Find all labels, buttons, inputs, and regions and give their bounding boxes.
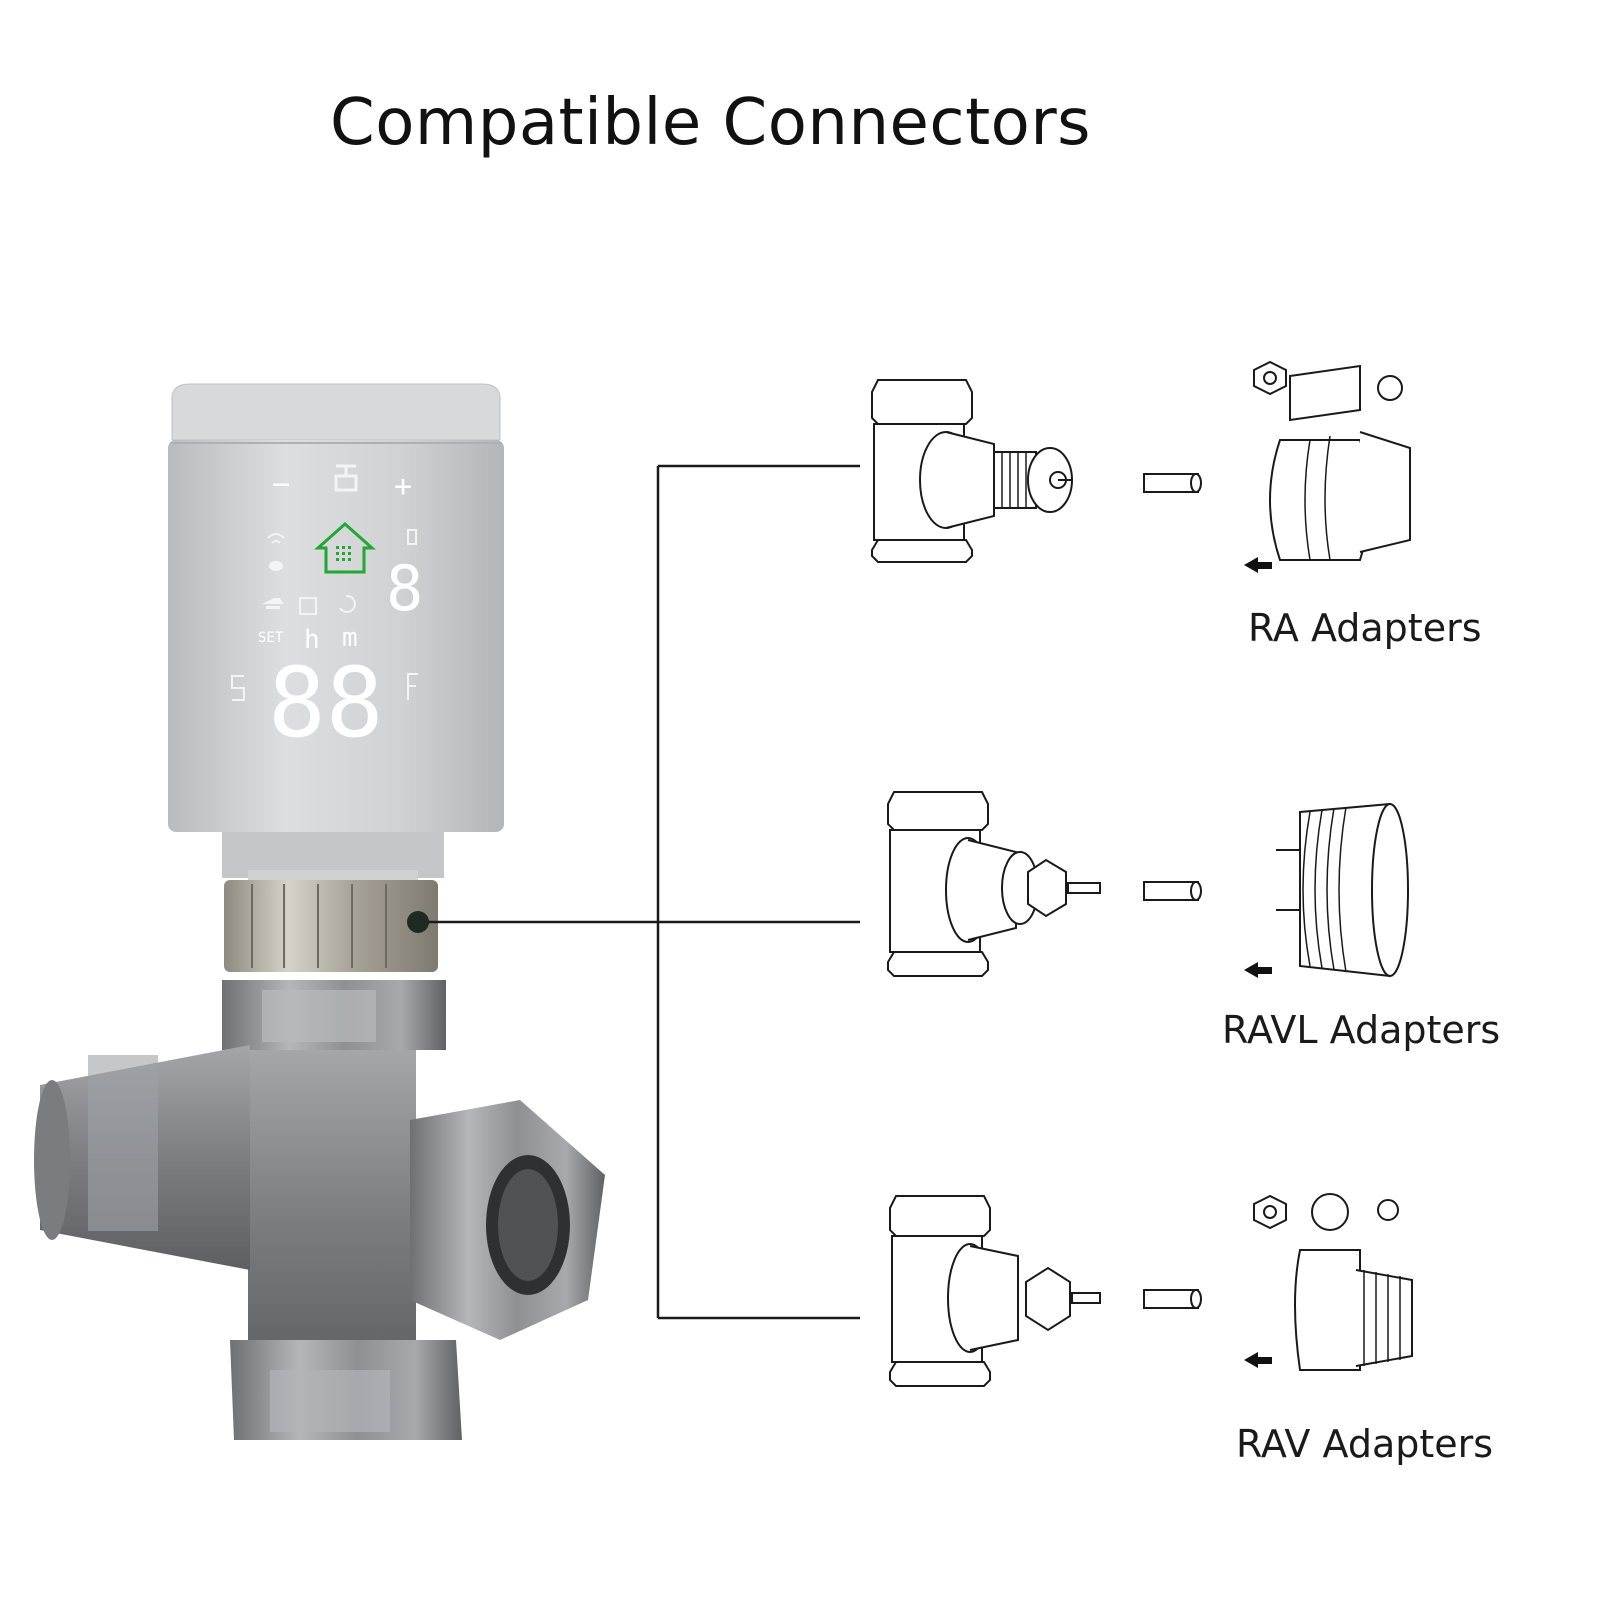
union-nut (224, 880, 438, 972)
home-icon (314, 521, 376, 574)
celsius-icon (231, 675, 245, 701)
fahrenheit-icon (407, 673, 418, 700)
valve-icon (334, 464, 358, 492)
ravl-adapter-drawing (1276, 802, 1409, 978)
plane-icon (262, 598, 284, 609)
ra-arrow-icon (1244, 557, 1272, 573)
ra-pin-icon (1143, 473, 1202, 493)
small-digit: 8 (386, 552, 423, 625)
rav-arrow-icon (1244, 1352, 1272, 1368)
minutes-label: m (342, 623, 358, 653)
thermostat-display: − + (231, 464, 423, 759)
ravl-adapters-label: RAVL Adapters (1222, 1008, 1501, 1052)
ra-adapters-label: RA Adapters (1248, 606, 1482, 650)
big-digits: 88 (268, 647, 384, 759)
thermostat-head (168, 383, 504, 896)
rav-valve-drawing (889, 1195, 1101, 1387)
calendar-icon (299, 597, 317, 615)
connection-dot (407, 911, 429, 933)
rav-adapters-label: RAV Adapters (1236, 1422, 1494, 1466)
battery-icon (407, 529, 417, 545)
page-title: Compatible Connectors (330, 86, 1091, 160)
wifi-icon (267, 533, 285, 544)
ra-valve-drawing (871, 379, 1073, 563)
rav-pin-icon (1143, 1289, 1202, 1309)
refresh-icon (339, 594, 356, 613)
rav-adapter-drawing (1253, 1193, 1413, 1371)
valve-body (34, 980, 605, 1440)
minus-symbol: − (272, 467, 290, 502)
set-label: SET (258, 630, 284, 646)
hours-label: h (304, 625, 320, 655)
ravl-arrow-icon (1244, 962, 1272, 978)
leaf-icon (269, 561, 283, 571)
ra-adapter-drawing (1253, 360, 1411, 561)
ravl-valve-drawing (887, 791, 1101, 977)
plus-symbol: + (394, 469, 412, 504)
ravl-pin-icon (1143, 881, 1202, 901)
connector-lines (428, 464, 860, 1320)
